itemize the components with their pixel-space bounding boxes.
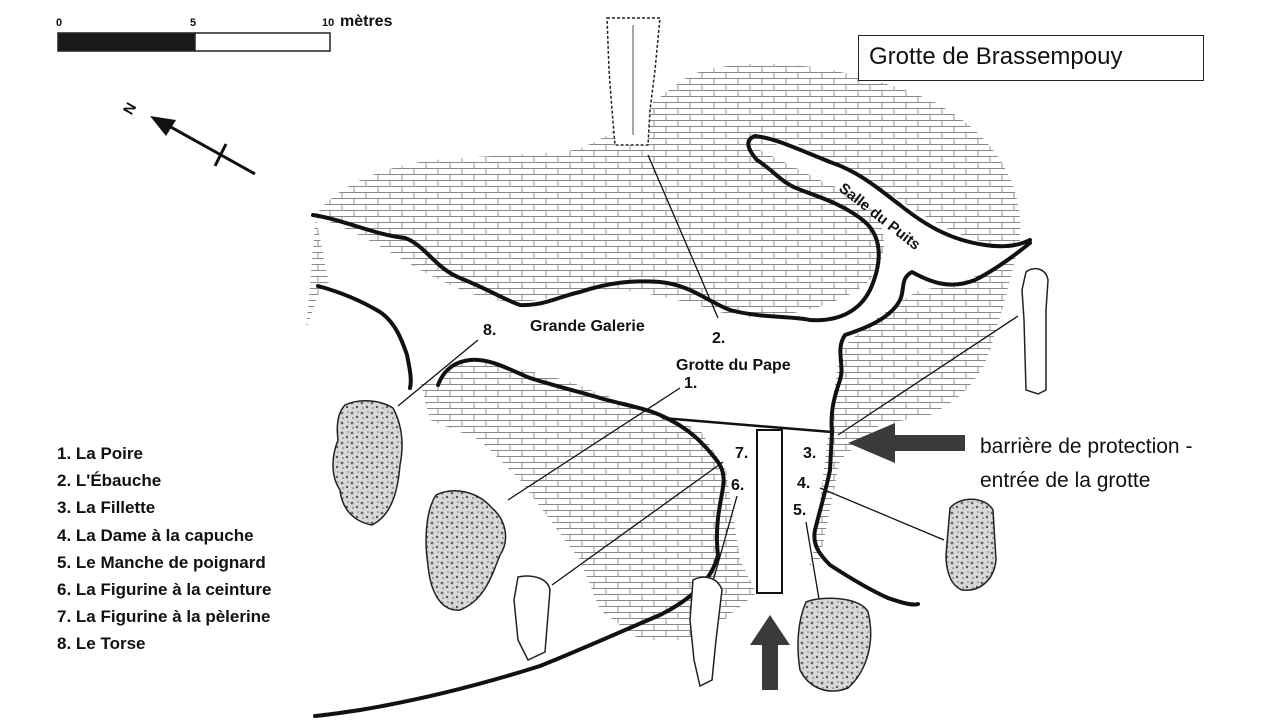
figurine-le-torse [332,400,403,526]
cave-walls [311,134,1032,718]
barrier-note-line1: barrière de protection - [980,435,1193,458]
marker-1: 1. [684,375,697,392]
scale-tick-5: 5 [190,17,196,29]
marker-4: 4. [797,475,810,492]
marker-6: 6. [731,477,744,494]
figurine-a-la-ceinture [689,576,723,688]
legend-item: 5. Le Manche de poignard [57,552,266,572]
marker-5: 5. [793,502,806,519]
marker-2: 2. [712,330,725,347]
scale-bar: 0 5 10 mètres [56,13,393,52]
figurine-la-dame-a-la-capuche [945,498,997,591]
north-arrowhead-icon [150,116,176,136]
figurines [332,17,1049,692]
north-label: N [120,100,140,118]
scale-unit: mètres [340,13,393,30]
marker-8: 8. [483,322,496,339]
figurine-le-manche-de-poignard [797,597,872,692]
figurine-legend: 1. La Poire 2. L'Ébauche 3. La Fillette … [57,440,271,658]
marker-7: 7. [735,445,748,462]
scale-tick-0: 0 [56,17,62,29]
legend-item: 1. La Poire [57,444,143,463]
barrier-note-line2: entrée de la grotte [980,469,1151,492]
page-title: Grotte de Brassempouy [869,43,1123,70]
legend-item: 7. La Figurine à la pèlerine [57,607,271,627]
legend-item: 4. La Dame à la capuche [57,525,254,545]
figurine-la-poire [425,490,507,611]
figurine-la-fillette [1021,267,1049,395]
entrance-corridor [661,416,833,594]
marker-3: 3. [803,445,816,462]
area-label-grotte-du-pape: Grotte du Pape [676,357,791,374]
entrance-arrow-icon [750,615,790,690]
leader-lines [397,154,1019,606]
area-label-grande-galerie: Grande Galerie [530,318,645,335]
figurine-a-la-pelerine [513,575,551,661]
legend-item: 8. Le Torse [57,634,146,654]
scale-tick-10: 10 [322,17,334,29]
north-arrow: N [120,100,256,176]
barrier-note: barrière de protection - entrée de la gr… [980,430,1192,498]
legend-item: 6. La Figurine à la ceinture [57,580,272,600]
gallery-floor [316,140,1030,600]
barrier-arrow-icon [848,423,965,463]
legend-item: 3. La Fillette [57,498,156,518]
title-box: Grotte de Brassempouy [858,35,1204,81]
legend-item: 2. L'Ébauche [57,471,162,491]
